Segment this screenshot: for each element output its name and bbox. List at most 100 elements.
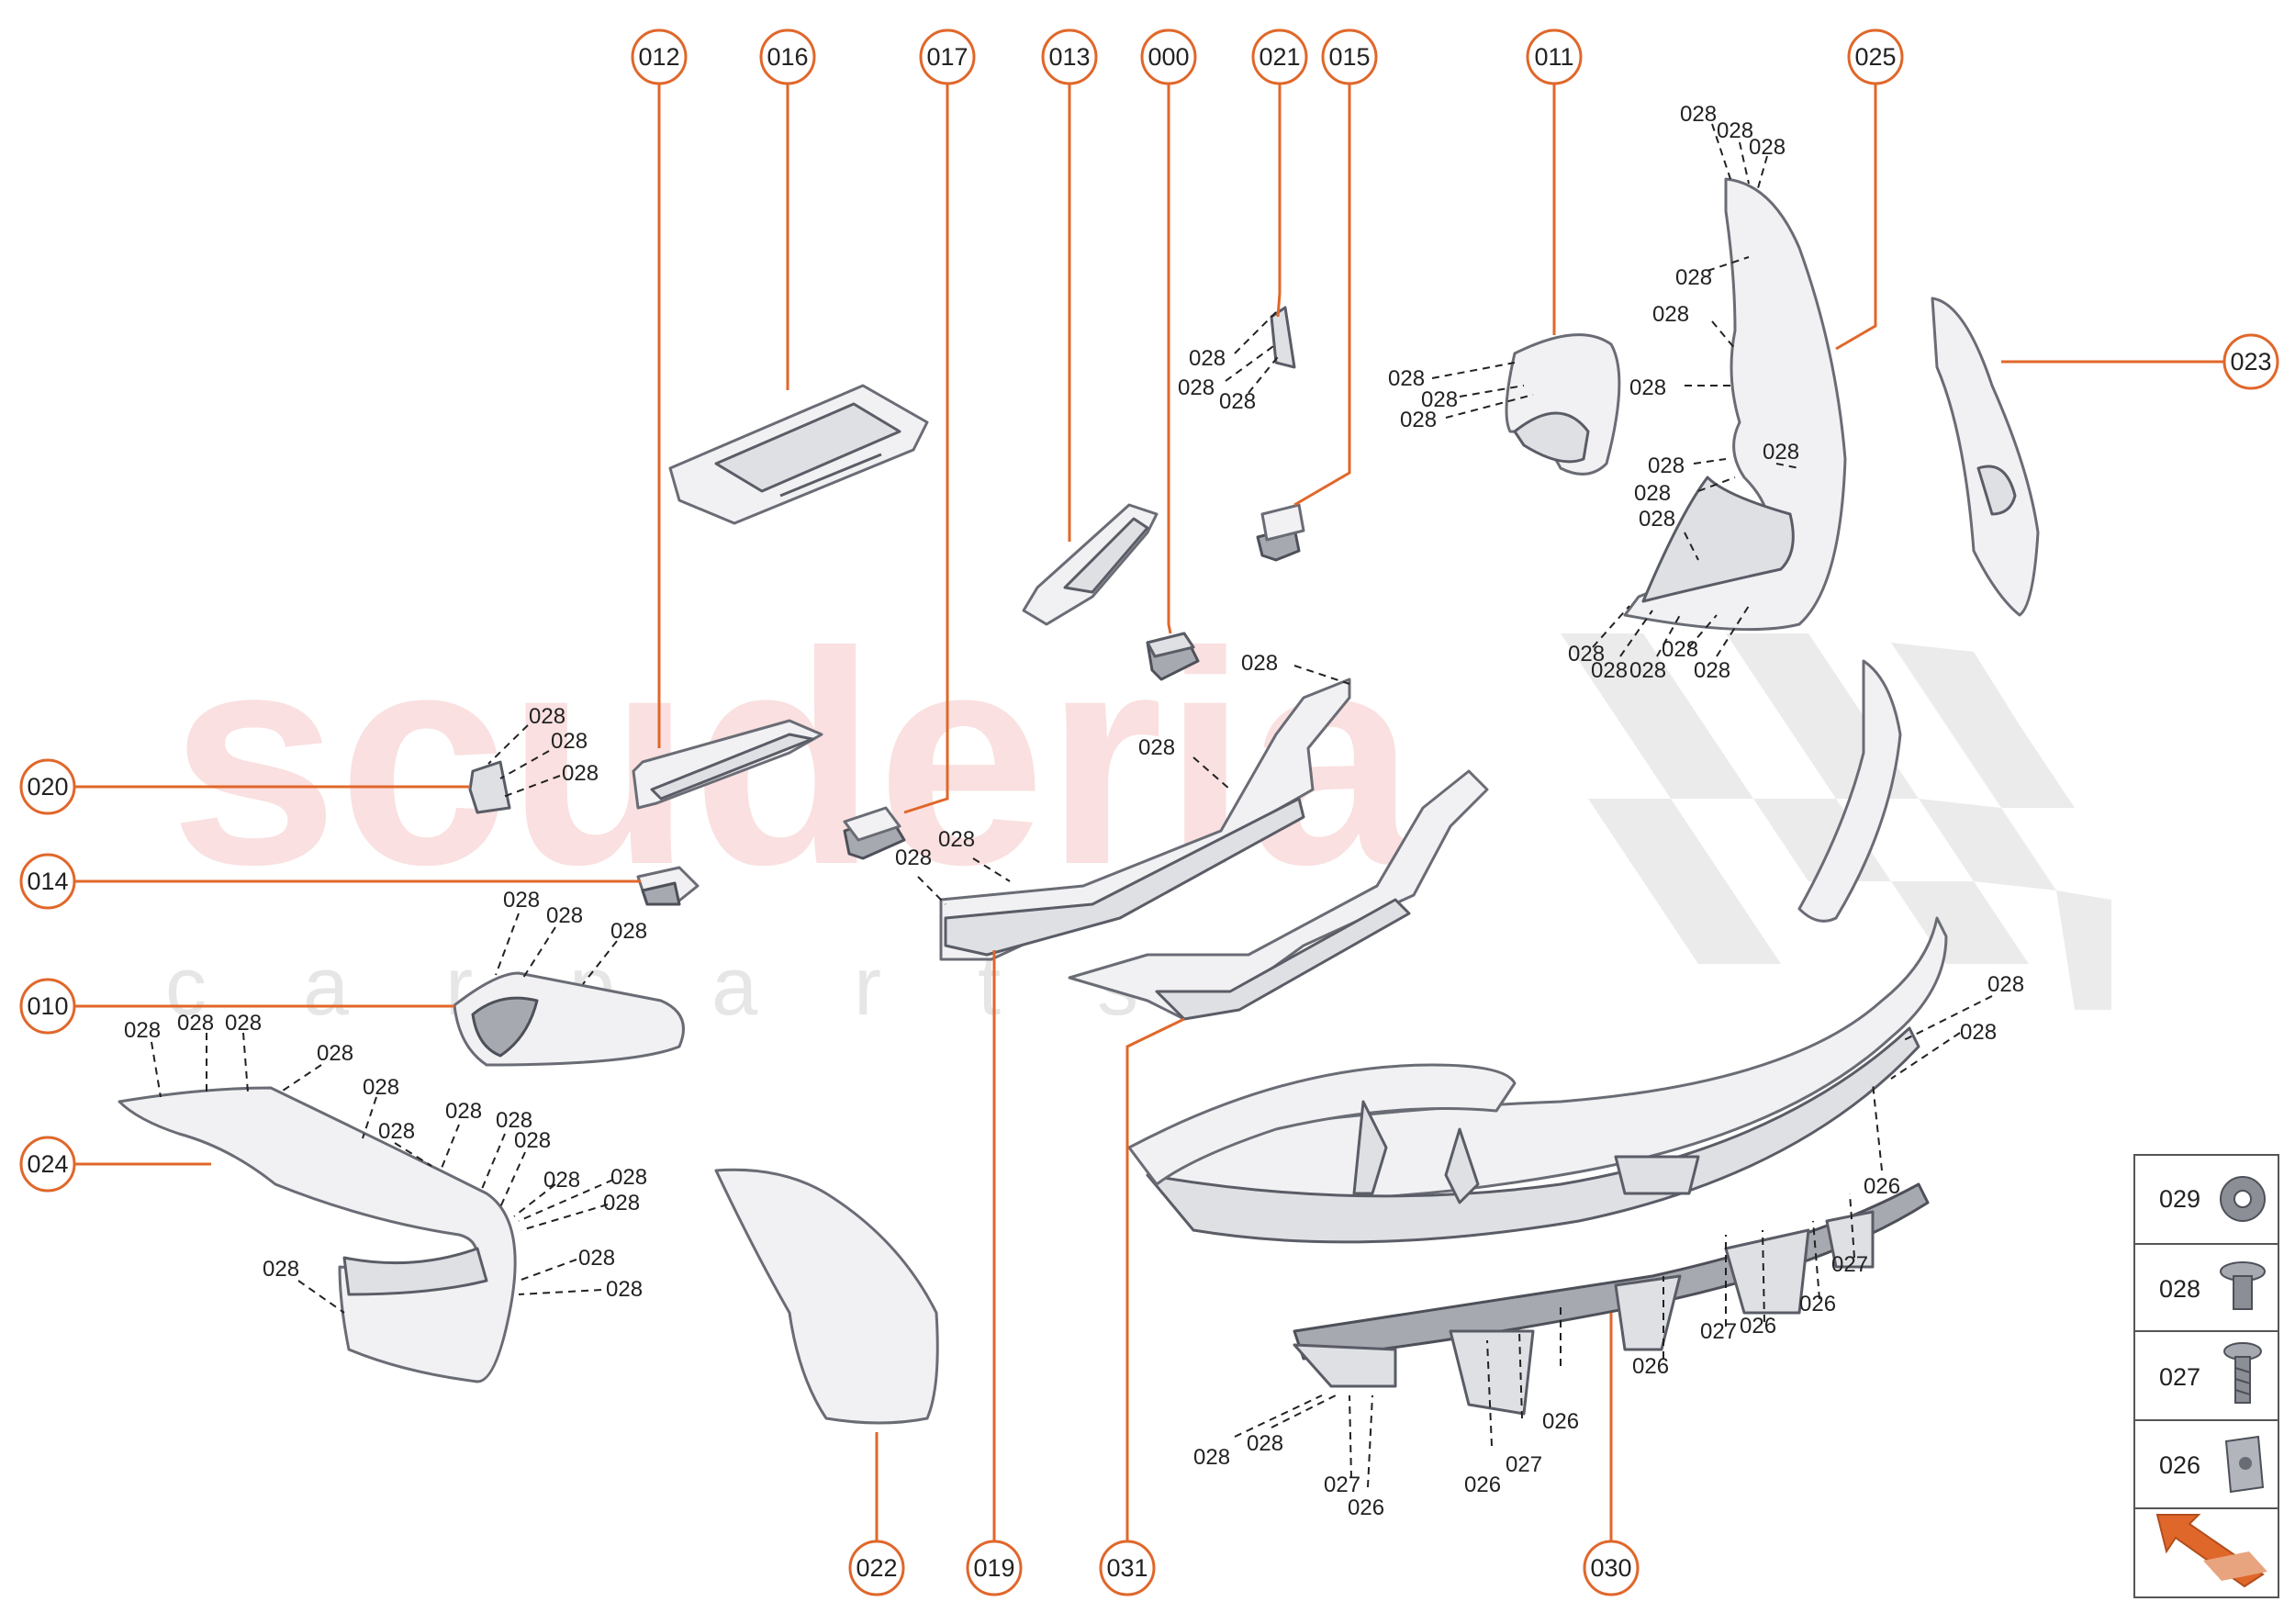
svg-text:028: 028	[363, 1075, 399, 1100]
svg-text:016: 016	[767, 43, 808, 71]
svg-text:028: 028	[1400, 408, 1437, 432]
svg-text:028: 028	[496, 1108, 532, 1133]
svg-text:028: 028	[1987, 972, 2024, 997]
part-021-bracket	[1270, 306, 1296, 369]
part-024-corner	[118, 1086, 517, 1383]
svg-text:028: 028	[1648, 454, 1685, 478]
orientation-arrow-icon	[2155, 1514, 2267, 1588]
svg-text:026: 026	[1864, 1174, 1900, 1199]
svg-text:011: 011	[1534, 43, 1573, 71]
svg-text:010: 010	[27, 992, 68, 1020]
svg-text:028: 028	[603, 1191, 640, 1215]
svg-text:028: 028	[1763, 440, 1799, 465]
svg-text:000: 000	[1148, 43, 1189, 71]
svg-text:028: 028	[1219, 389, 1256, 414]
svg-text:028: 028	[1591, 658, 1628, 683]
svg-text:028: 028	[177, 1011, 214, 1036]
svg-text:026: 026	[1348, 1495, 1384, 1520]
callout-020: 020	[19, 758, 76, 815]
callout-011: 011	[1526, 28, 1583, 85]
part-010-lamp	[453, 971, 685, 1067]
legend-row-028: 028	[2159, 1261, 2266, 1310]
svg-text:029: 029	[2159, 1185, 2200, 1213]
svg-text:028: 028	[1694, 658, 1730, 683]
svg-text:012: 012	[638, 43, 679, 71]
svg-text:027: 027	[1506, 1452, 1542, 1477]
checkered-flag-watermark	[1561, 633, 2111, 1010]
svg-text:013: 013	[1048, 43, 1090, 71]
svg-text:028: 028	[317, 1041, 353, 1066]
legend-row-029: 029	[2159, 1176, 2266, 1222]
part-022-flare	[714, 1168, 939, 1425]
part-012-duct	[632, 719, 823, 810]
clip-nut-icon	[2224, 1435, 2265, 1494]
svg-text:028: 028	[1629, 375, 1666, 400]
part-020-bracket	[468, 760, 511, 814]
fastener-leaders	[151, 123, 1993, 1488]
svg-text:030: 030	[1590, 1554, 1631, 1582]
svg-text:028: 028	[546, 903, 583, 928]
part-025-fender	[1623, 177, 1847, 632]
svg-text:028: 028	[529, 704, 565, 729]
part-019-beam	[939, 678, 1351, 961]
svg-text:028: 028	[1639, 507, 1675, 532]
svg-text:026: 026	[1632, 1354, 1669, 1379]
svg-text:025: 025	[1854, 43, 1896, 71]
fastener-legend: 029 028 027 026	[2133, 1154, 2279, 1598]
svg-text:028: 028	[1138, 735, 1175, 760]
svg-text:028: 028	[606, 1277, 643, 1302]
svg-text:028: 028	[578, 1246, 615, 1271]
svg-text:028: 028	[1247, 1431, 1283, 1456]
svg-text:028: 028	[895, 846, 932, 870]
screw-icon	[2223, 1342, 2262, 1404]
svg-text:028: 028	[2159, 1275, 2200, 1303]
svg-text:028: 028	[1241, 651, 1278, 676]
svg-text:022: 022	[856, 1554, 897, 1582]
svg-text:028: 028	[514, 1128, 551, 1153]
svg-text:028: 028	[543, 1168, 580, 1193]
svg-text:028: 028	[124, 1018, 161, 1043]
svg-text:028: 028	[225, 1011, 262, 1036]
callout-019: 019	[966, 1540, 1023, 1596]
svg-text:028: 028	[1634, 481, 1671, 506]
svg-text:028: 028	[1629, 658, 1666, 683]
callout-013: 013	[1041, 28, 1098, 85]
fastener-labels: 028 028 028 028 028 028 028 028 028 028 …	[124, 102, 2024, 1520]
callout-014: 014	[19, 853, 76, 910]
part-014-clip	[636, 866, 700, 906]
svg-text:028: 028	[1675, 265, 1712, 290]
washer-icon	[2220, 1176, 2266, 1222]
part-011-cowl	[1505, 333, 1621, 476]
legend-row-026: 026	[2159, 1435, 2265, 1494]
bolt-icon	[2220, 1261, 2266, 1310]
svg-text:015: 015	[1328, 43, 1370, 71]
svg-text:028: 028	[1388, 366, 1425, 391]
svg-text:028: 028	[1193, 1445, 1230, 1470]
svg-text:028: 028	[445, 1099, 482, 1124]
callout-012: 012	[631, 28, 688, 85]
svg-text:028: 028	[610, 1165, 647, 1190]
part-000-connector	[1146, 632, 1200, 681]
part-016-tray	[668, 384, 929, 525]
svg-text:020: 020	[27, 773, 68, 801]
callout-024: 024	[19, 1136, 76, 1193]
svg-text:014: 014	[27, 868, 68, 895]
svg-text:019: 019	[973, 1554, 1014, 1582]
svg-text:023: 023	[2230, 348, 2271, 375]
callout-010: 010	[19, 978, 76, 1035]
callout-030: 030	[1583, 1540, 1640, 1596]
svg-text:026: 026	[1464, 1473, 1501, 1497]
svg-text:027: 027	[2159, 1363, 2200, 1391]
callout-leaders	[69, 77, 2226, 1547]
svg-text:026: 026	[1542, 1409, 1579, 1434]
svg-text:027: 027	[1700, 1319, 1737, 1344]
svg-text:027: 027	[1324, 1473, 1360, 1497]
callout-017: 017	[919, 28, 976, 85]
callout-023: 023	[2222, 333, 2279, 390]
svg-text:026: 026	[2159, 1451, 2200, 1479]
svg-text:028: 028	[503, 888, 540, 913]
svg-text:026: 026	[1799, 1292, 1836, 1316]
part-023-strip	[1931, 297, 2040, 617]
svg-text:028: 028	[263, 1257, 299, 1282]
